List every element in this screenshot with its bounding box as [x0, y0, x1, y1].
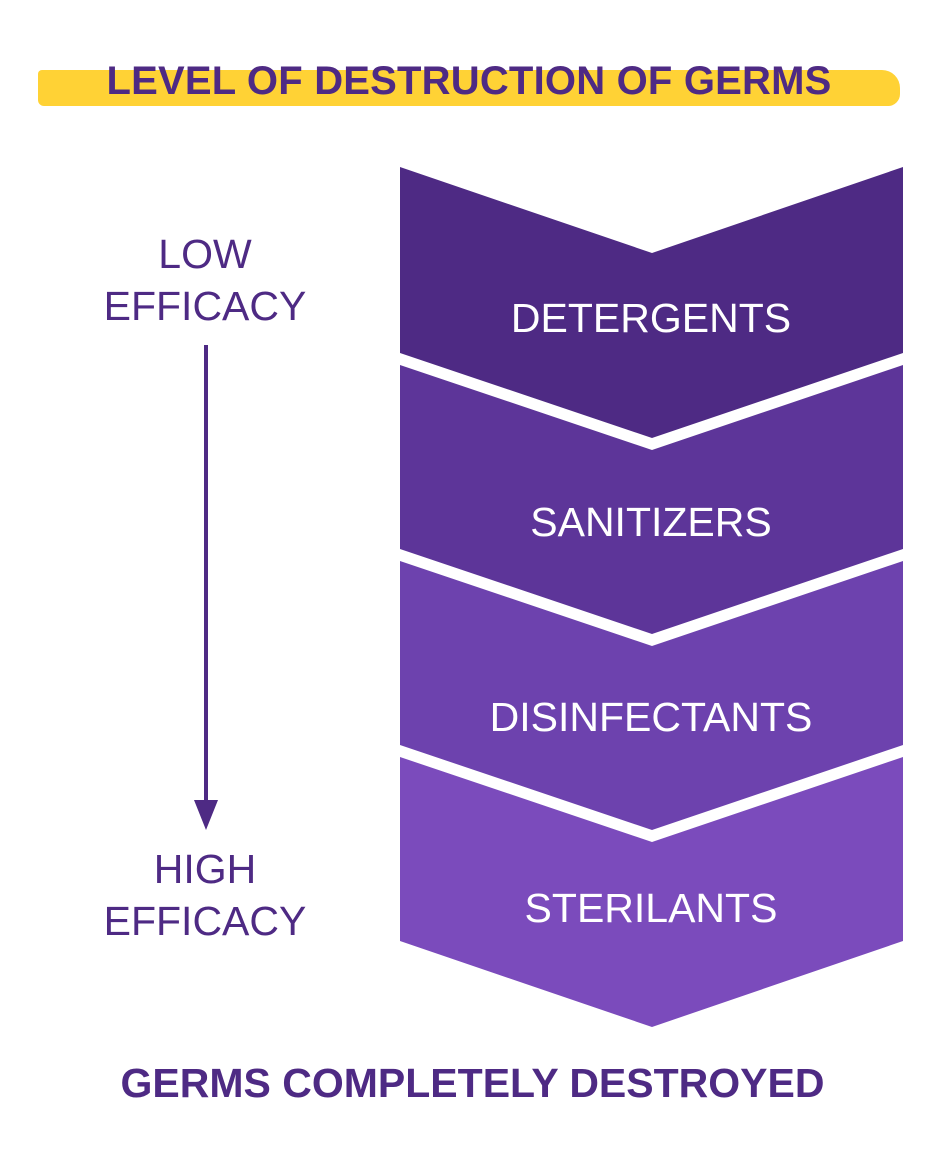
footer-caption: GERMS COMPLETELY DESTROYED [120, 1060, 825, 1106]
chevron-sterilants [400, 757, 903, 1027]
chevron-disinfectants [400, 561, 903, 830]
chevron-label-sterilants: STERILANTS [525, 885, 778, 931]
high-efficacy-line1: HIGH [153, 846, 257, 892]
title-block: LEVEL OF DESTRUCTION OF GERMS [38, 58, 900, 110]
chevron-label-sanitizers: SANITIZERS [530, 499, 771, 545]
chevron-sanitizers [400, 365, 903, 634]
high-efficacy-line2: EFFICACY [103, 898, 307, 944]
low-efficacy-label: LOW EFFICACY [60, 228, 350, 332]
chevron-label-detergents: DETERGENTS [511, 295, 791, 341]
title-highlight [38, 70, 900, 106]
efficacy-arrow-head [194, 800, 218, 830]
low-efficacy-line1: LOW [158, 231, 252, 277]
page-title: LEVEL OF DESTRUCTION OF GERMS [106, 59, 832, 103]
chevron-detergents [400, 167, 903, 438]
low-efficacy-line2: EFFICACY [103, 283, 307, 329]
chevron-label-disinfectants: DISINFECTANTS [490, 694, 813, 740]
high-efficacy-label: HIGH EFFICACY [60, 843, 350, 947]
